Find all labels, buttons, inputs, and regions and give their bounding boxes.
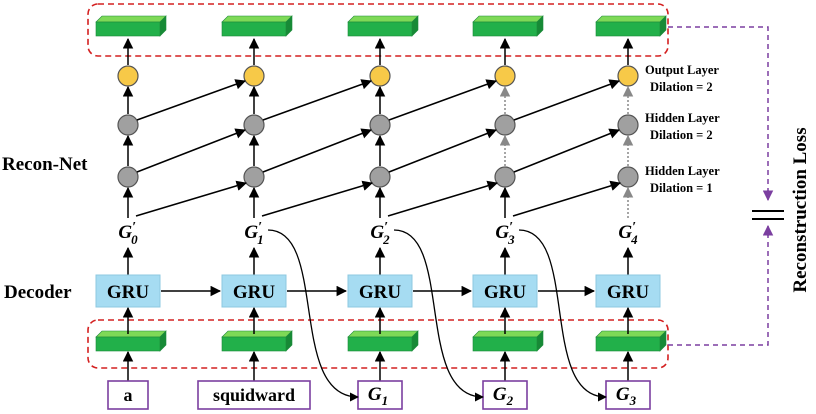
output-node-4 xyxy=(617,65,639,87)
g-prime-label-1: G′1 xyxy=(244,220,263,247)
embedding-block-3-top xyxy=(472,330,544,338)
input-text-1: squidward xyxy=(213,385,295,405)
diag-d1-2 xyxy=(261,180,374,217)
gru-box-4 xyxy=(595,274,661,308)
g-prime-label-3: G′3 xyxy=(495,220,515,247)
feedback-curve-1 xyxy=(267,229,359,402)
gru-label-4: GRU xyxy=(607,282,650,303)
hidden2-node-0 xyxy=(117,114,139,136)
g-prime-label-0: G′0 xyxy=(118,220,138,247)
g-prime-label-2: G′2 xyxy=(370,220,390,247)
embedding-block-1 xyxy=(221,336,287,352)
input-box-2 xyxy=(357,380,403,410)
gru-label-0: GRU xyxy=(107,282,150,303)
output-layer-label: Output Layer xyxy=(645,63,719,77)
gru-label-2: GRU xyxy=(359,282,402,303)
recon-net-label: Recon-Net xyxy=(2,154,88,175)
input-box-0 xyxy=(107,380,149,410)
hidden1-node-1 xyxy=(243,166,265,188)
embedding-block-0-top xyxy=(95,330,167,338)
input-box-1 xyxy=(197,380,311,410)
input-g-label-3: G2 xyxy=(493,384,514,408)
hidden2-layer-label: Hidden Layer xyxy=(645,111,720,125)
diag-d1-4 xyxy=(512,180,622,217)
diag-d1-1 xyxy=(135,180,248,217)
output-block-2-top xyxy=(347,15,419,23)
hidden1-layer-label: Hidden Layer xyxy=(645,164,720,178)
output-node-2 xyxy=(369,65,391,87)
embedding-block-3 xyxy=(472,336,538,352)
feedback-curve-3 xyxy=(518,229,607,402)
output-block-3-top xyxy=(472,15,544,23)
embedding-block-4 xyxy=(595,336,661,352)
top-output-container xyxy=(87,3,669,57)
output-block-0 xyxy=(95,21,161,37)
hidden2-layer-dilation: Dilation = 2 xyxy=(650,128,713,142)
gru-label-1: GRU xyxy=(233,282,276,303)
hidden1-layer-dilation: Dilation = 1 xyxy=(650,181,713,195)
diag-h1-h2-2 xyxy=(262,128,372,173)
diag-h1-h2-1 xyxy=(136,128,246,173)
gru-box-3 xyxy=(472,274,538,308)
output-block-3 xyxy=(472,21,538,37)
g-prime-label-4: G′4 xyxy=(618,220,638,247)
output-node-3 xyxy=(494,65,516,87)
input-g-label-4: G3 xyxy=(616,384,637,408)
hidden2-node-1 xyxy=(243,114,265,136)
diag-h1-h2-3 xyxy=(388,128,497,173)
output-block-2 xyxy=(347,21,413,37)
decoder-label: Decoder xyxy=(4,282,72,303)
embedding-block-1-top xyxy=(221,330,293,338)
output-block-4 xyxy=(595,21,661,37)
embedding-block-2-top xyxy=(347,330,419,338)
embedding-block-4-top xyxy=(595,330,667,338)
bottom-embedding-container xyxy=(87,319,669,369)
input-text-0: a xyxy=(124,385,133,405)
output-layer-dilation: Dilation = 2 xyxy=(650,80,713,94)
diag-h2-out-2 xyxy=(262,79,372,121)
input-box-3 xyxy=(482,380,528,410)
diag-h2-out-1 xyxy=(136,79,246,121)
output-block-1-top xyxy=(221,15,293,23)
hidden1-node-0 xyxy=(117,166,139,188)
output-node-0 xyxy=(117,65,139,87)
hidden1-node-4 xyxy=(617,166,639,188)
embedding-block-2 xyxy=(347,336,413,352)
diag-d1-3 xyxy=(387,180,499,217)
reconstruction-loss-label: Reconstruction Loss xyxy=(790,127,811,292)
hidden2-node-3 xyxy=(494,114,516,136)
gru-box-2 xyxy=(347,274,413,308)
diag-h2-out-4 xyxy=(513,79,620,121)
hidden1-node-2 xyxy=(369,166,391,188)
gru-label-3: GRU xyxy=(484,282,527,303)
diag-h2-out-3 xyxy=(388,79,497,121)
embedding-block-0 xyxy=(95,336,161,352)
output-block-0-top xyxy=(95,15,167,23)
hidden2-node-4 xyxy=(617,114,639,136)
hidden2-node-2 xyxy=(369,114,391,136)
feedback-curve-2 xyxy=(393,229,484,402)
output-node-1 xyxy=(243,65,265,87)
output-block-4-top xyxy=(595,15,667,23)
input-box-4 xyxy=(605,380,651,410)
output-block-1 xyxy=(221,21,287,37)
hidden1-node-3 xyxy=(494,166,516,188)
input-g-label-2: G1 xyxy=(368,384,388,408)
diag-h1-h2-4 xyxy=(513,128,620,173)
reconstruction-loss-connector xyxy=(668,26,769,346)
